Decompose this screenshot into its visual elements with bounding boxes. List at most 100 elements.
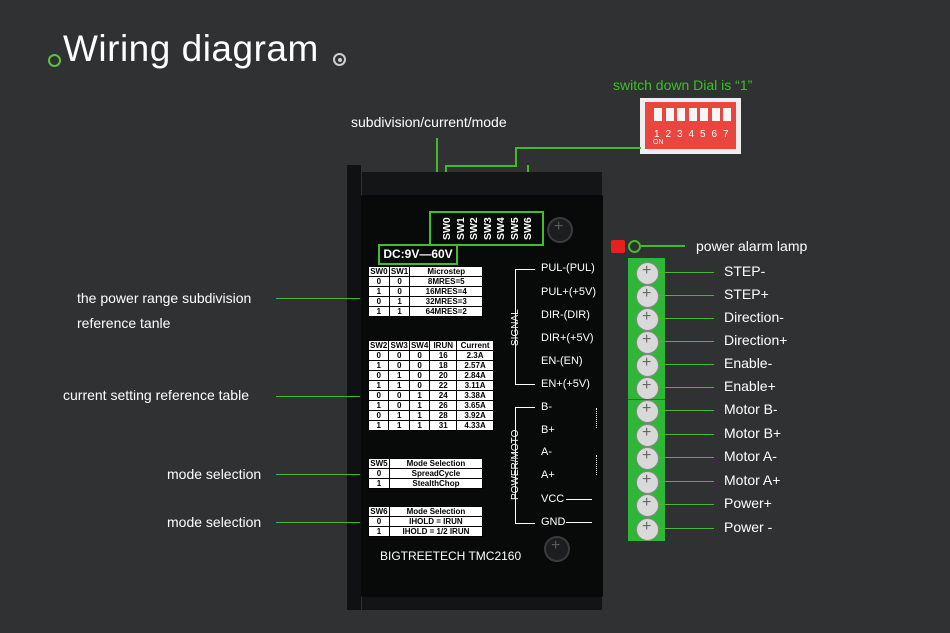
microstep-table-cell: 0	[388, 276, 411, 287]
dip-number: 5	[700, 129, 706, 140]
wire-label: STEP-	[724, 263, 766, 279]
sw5-table-cell: 1	[368, 478, 390, 489]
subdivision-callout: subdivision/current/mode	[351, 114, 507, 130]
terminal-screw-icon	[636, 262, 659, 285]
sw5-table-cell: SpreadCycle	[388, 468, 484, 479]
microstep-table-cell: 32MRES=3	[409, 296, 483, 307]
gnd-symbol-icon	[566, 522, 592, 523]
sw5-table-header: Mode Selection	[388, 458, 484, 469]
dip-key-6	[711, 108, 720, 121]
wire-label: Direction-	[724, 309, 784, 325]
current-table-cell: 0	[367, 370, 390, 381]
wire-leader	[658, 364, 714, 365]
terminal-label: PUL-(PUL)	[541, 262, 595, 274]
current-table-cell: 3.11A	[456, 380, 494, 391]
wire-label: Motor B-	[724, 401, 778, 417]
wire-label: Power+	[724, 495, 772, 511]
dip-number: 1	[654, 129, 660, 140]
current-table-cell: 20	[429, 370, 458, 381]
current-table-cell: 1	[388, 370, 410, 381]
switch-label-sw3: SW3	[481, 217, 494, 240]
microstep-table-cell: 1	[368, 286, 390, 297]
signal-bracket	[515, 269, 516, 384]
current-table-cell: 0	[388, 350, 410, 361]
dip-leader-h	[515, 147, 641, 149]
terminal-screw-icon	[636, 494, 659, 517]
terminal-screw-icon	[636, 518, 659, 541]
current-table-leader	[276, 396, 360, 397]
current-table-cell: 4.33A	[456, 420, 494, 431]
dip-key-7	[723, 108, 731, 121]
current-table-cell: 0	[388, 390, 410, 401]
current-table-cell: 2.84A	[456, 370, 494, 381]
wire-label: Motor A+	[724, 472, 781, 488]
wire-label: Motor A-	[724, 448, 777, 464]
dip-key-2	[665, 108, 674, 121]
dip-key-1	[654, 108, 662, 121]
microstep-table-cell: 0	[368, 296, 390, 307]
switch-label-sw4: SW4	[495, 217, 507, 240]
power-bracket	[515, 407, 516, 523]
current-table-header: SW2	[367, 340, 390, 351]
microstep-table-cell: 0	[368, 276, 390, 287]
terminal-label: A-	[541, 446, 552, 458]
wire-label: Power -	[724, 519, 773, 535]
mode-leader-2	[276, 522, 360, 523]
microstep-table-cell: 16MRES=4	[409, 286, 483, 297]
current-table-cell: 1	[388, 380, 410, 391]
alarm-ring-icon	[628, 240, 641, 253]
current-table-cell: 1	[408, 400, 431, 411]
current-table-cell: 18	[429, 360, 458, 371]
dip-number: 7	[723, 129, 729, 140]
current-table-cell: 0	[367, 390, 390, 401]
dip-leader-v2	[445, 165, 447, 173]
current-table-header: SW4	[408, 340, 431, 351]
current-table-header: IRUN	[429, 340, 458, 351]
sw6-table-cell: IHOLD = 1/2 IRUN	[388, 526, 484, 537]
switch-label-sw6: SW6	[522, 217, 534, 240]
wire-leader	[658, 434, 714, 435]
current-table-cell: 31	[429, 420, 458, 431]
bottom-screw-icon	[544, 536, 570, 562]
switch-label-sw1: SW1	[454, 217, 467, 240]
sw6-table-header: Mode Selection	[388, 506, 484, 517]
sw6-table-header: SW6	[368, 506, 390, 517]
wire-leader	[658, 528, 714, 529]
current-table-callout: current setting reference table	[63, 387, 249, 403]
dip-key-4	[688, 108, 697, 121]
microstep-table-cell: 8MRES=5	[409, 276, 483, 287]
terminal-screw-icon	[636, 354, 659, 377]
microstep-table-header: SW1	[388, 266, 411, 277]
vcc-symbol-icon	[566, 499, 592, 500]
current-table-cell: 0	[367, 350, 390, 361]
dip-leader-h2	[445, 165, 517, 167]
terminal-screw-icon	[636, 377, 659, 400]
dip-key-3	[677, 108, 685, 121]
dip-number: 2	[665, 129, 672, 140]
current-table-cell: 1	[367, 360, 390, 371]
dip-key-5	[700, 108, 708, 121]
current-table-cell: 0	[408, 350, 431, 361]
mode-callout-2: mode selection	[167, 514, 262, 530]
sw6-table-cell: 0	[368, 516, 390, 527]
current-table-cell: 0	[388, 400, 410, 411]
current-table-cell: 0	[408, 370, 431, 381]
current-table-cell: 0	[408, 360, 431, 371]
terminal-screw-icon	[636, 331, 659, 354]
terminal-label: DIR-(DIR)	[541, 309, 590, 321]
current-table-cell: 1	[367, 400, 390, 411]
sw6-table-cell: IHOLD = IRUN	[388, 516, 484, 527]
terminal-label: A+	[541, 469, 555, 481]
coil-a-icon	[590, 455, 597, 475]
switch-label-sw0: SW0	[441, 217, 453, 240]
